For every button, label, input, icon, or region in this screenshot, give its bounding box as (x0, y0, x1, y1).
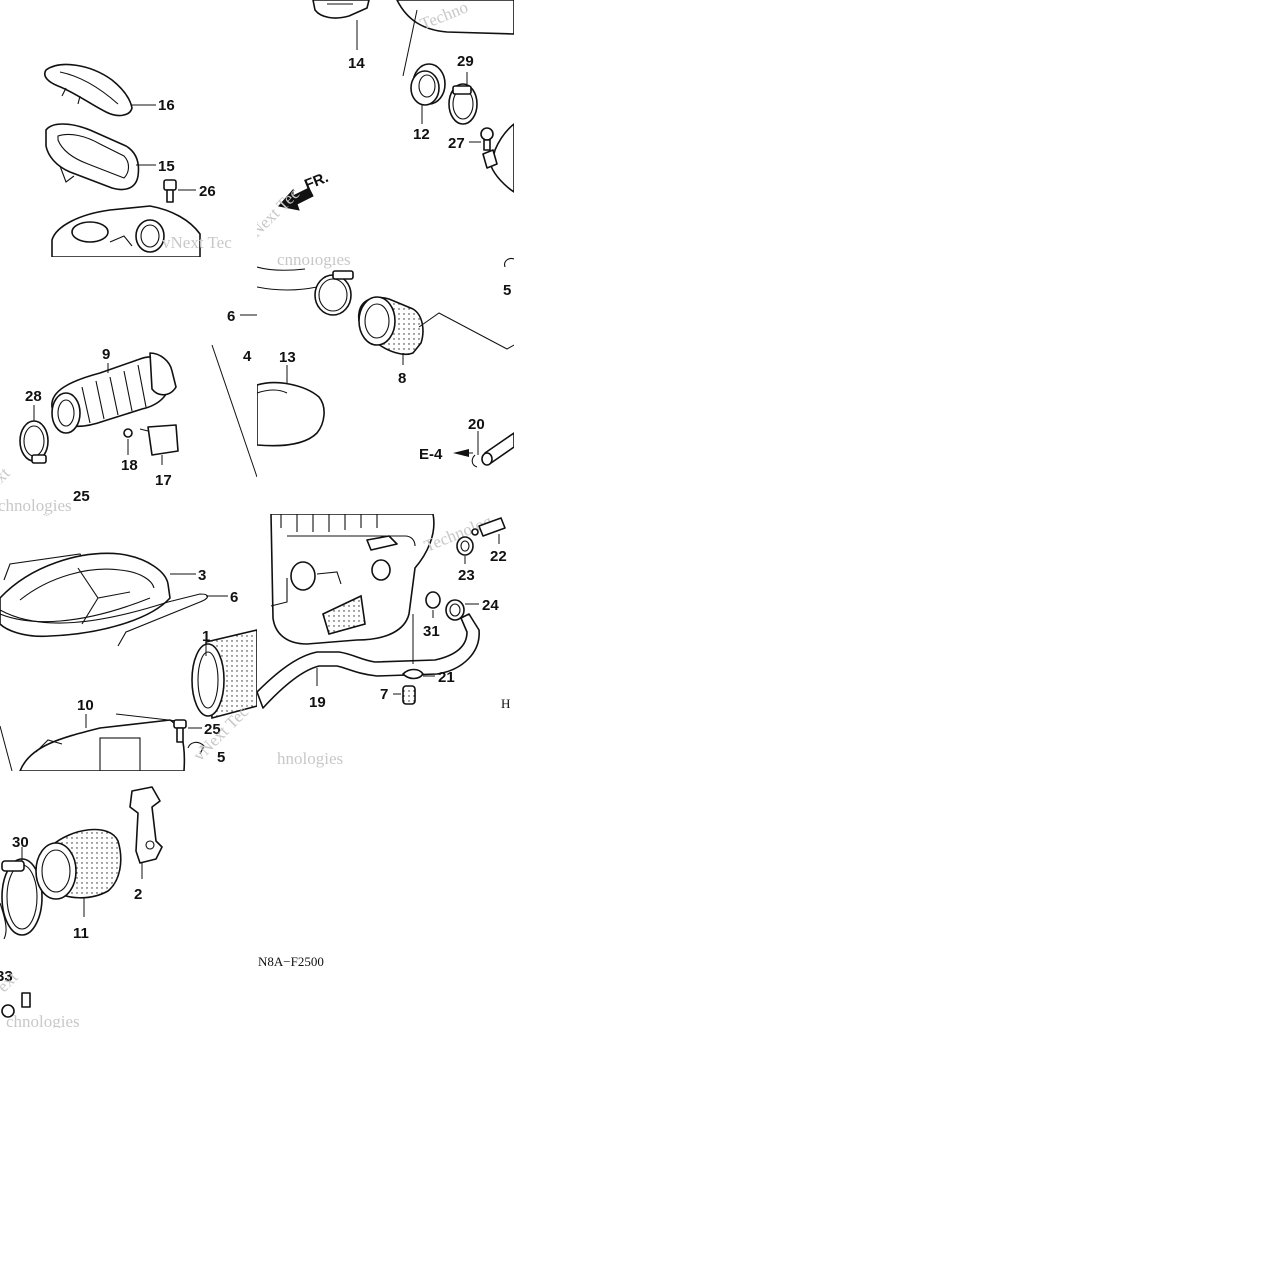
callout-13: 13 (279, 349, 296, 366)
watermark-ext-2: ext (0, 968, 22, 996)
part-31-shape (425, 591, 441, 609)
callout-15: 15 (158, 158, 175, 175)
tile-lower-left: chnologies 3 6 1 (0, 514, 257, 771)
tile-bottom-left: 30 11 2 33 ext chnologies (0, 771, 257, 1028)
callout-2: 2 (134, 886, 142, 903)
callout-4: 4 (243, 348, 252, 365)
part-13-shape (257, 381, 325, 447)
callout-17: 17 (155, 472, 172, 489)
watermark-chnologies: chnologies (0, 496, 72, 514)
callout-6-lower: 6 (230, 589, 238, 606)
ref-e4-label: E-4 (419, 446, 443, 463)
tile-top-left: 16 15 26 vNe (0, 0, 257, 257)
callout-10: 10 (77, 697, 94, 714)
tile-lower-middle: Technolog 22 23 31 (257, 514, 514, 771)
callout-12: 12 (413, 126, 430, 143)
callout-16: 16 (158, 97, 175, 114)
callout-31: 31 (423, 623, 440, 640)
part-22-shape (471, 517, 506, 537)
part-17-shape (139, 424, 179, 456)
part-1-shape (191, 629, 257, 720)
callout-5-top: 5 (503, 282, 511, 299)
part-33-shape (1, 992, 31, 1018)
part-24-shape (445, 599, 465, 621)
callout-14: 14 (348, 55, 365, 72)
callout-29: 29 (457, 53, 474, 70)
part-16-shape (43, 63, 133, 117)
callout-25-lower: 25 (204, 721, 221, 738)
callout-8: 8 (398, 370, 406, 387)
tile-bottom-middle: N8A−F2500 (257, 771, 514, 1028)
watermark-chnologies-2: chnologies (277, 257, 351, 269)
watermark-vnext-2: vNext Tec (257, 184, 303, 247)
callout-11: 11 (73, 925, 89, 942)
ref-e4-arrow (453, 449, 473, 457)
callout-21: 21 (438, 669, 455, 686)
part-30-shape (1, 858, 43, 936)
diagram-code: N8A−F2500 (258, 954, 324, 969)
edge-fragment-label: H (501, 696, 510, 711)
airbox-top-shape (51, 205, 201, 257)
callout-30: 30 (12, 834, 29, 851)
part-18-shape (123, 428, 133, 438)
watermark-hnologies: hnologies (277, 749, 343, 768)
part-20-shape (471, 432, 514, 468)
front-arrow-label: FR. (302, 169, 331, 194)
callout-9: 9 (102, 346, 110, 363)
callout-3: 3 (198, 567, 206, 584)
part-19-shape (257, 613, 480, 709)
callout-18: 18 (121, 457, 138, 474)
watermark-ext: ext (0, 464, 14, 492)
part-27-shape (480, 127, 494, 151)
part-12-shape (410, 63, 446, 106)
callout-24: 24 (482, 597, 499, 614)
callout-6-top: 6 (227, 308, 235, 325)
part-7-shape (402, 685, 416, 705)
tile-top-middle: 14 Techno 12 29 (257, 0, 514, 257)
watermark-chnologies-4: chnologies (6, 1012, 80, 1028)
part-3-shape (0, 552, 171, 638)
callout-27: 27 (448, 135, 465, 152)
part-28-shape (19, 420, 49, 464)
callout-5-lower: 5 (217, 749, 225, 766)
callout-23: 23 (458, 567, 475, 584)
tile-middle: chnologies 8 5 (257, 257, 514, 514)
callout-1: 1 (202, 628, 210, 645)
callout-26: 26 (199, 183, 216, 200)
tile-middle-left: 6 4 9 28 (0, 257, 257, 514)
watermark-chnologies-3: chnologies (0, 514, 70, 516)
part-29-shape (448, 83, 478, 125)
callout-19: 19 (309, 694, 326, 711)
callout-22: 22 (490, 548, 507, 565)
part-2-shape (129, 786, 163, 864)
part-23-shape (456, 536, 474, 556)
part-14-shape (312, 0, 370, 19)
clamp-shape (314, 270, 354, 316)
part-10-shape (19, 713, 187, 771)
part-11-shape (35, 828, 122, 900)
part-21-shape (402, 668, 424, 680)
callout-28: 28 (25, 388, 42, 405)
callout-7: 7 (380, 686, 388, 703)
part-15-shape (45, 123, 140, 191)
airbox-case-shape (270, 514, 435, 645)
part-26-shape (163, 179, 177, 203)
watermark-vnext: vNext Tec (162, 233, 232, 252)
part-8-shape (357, 296, 424, 356)
callout-25-top: 25 (73, 488, 90, 505)
part-25-shape (173, 719, 187, 743)
callout-33: 33 (0, 968, 13, 985)
part-9-shape (51, 352, 177, 434)
callout-20: 20 (468, 416, 485, 433)
